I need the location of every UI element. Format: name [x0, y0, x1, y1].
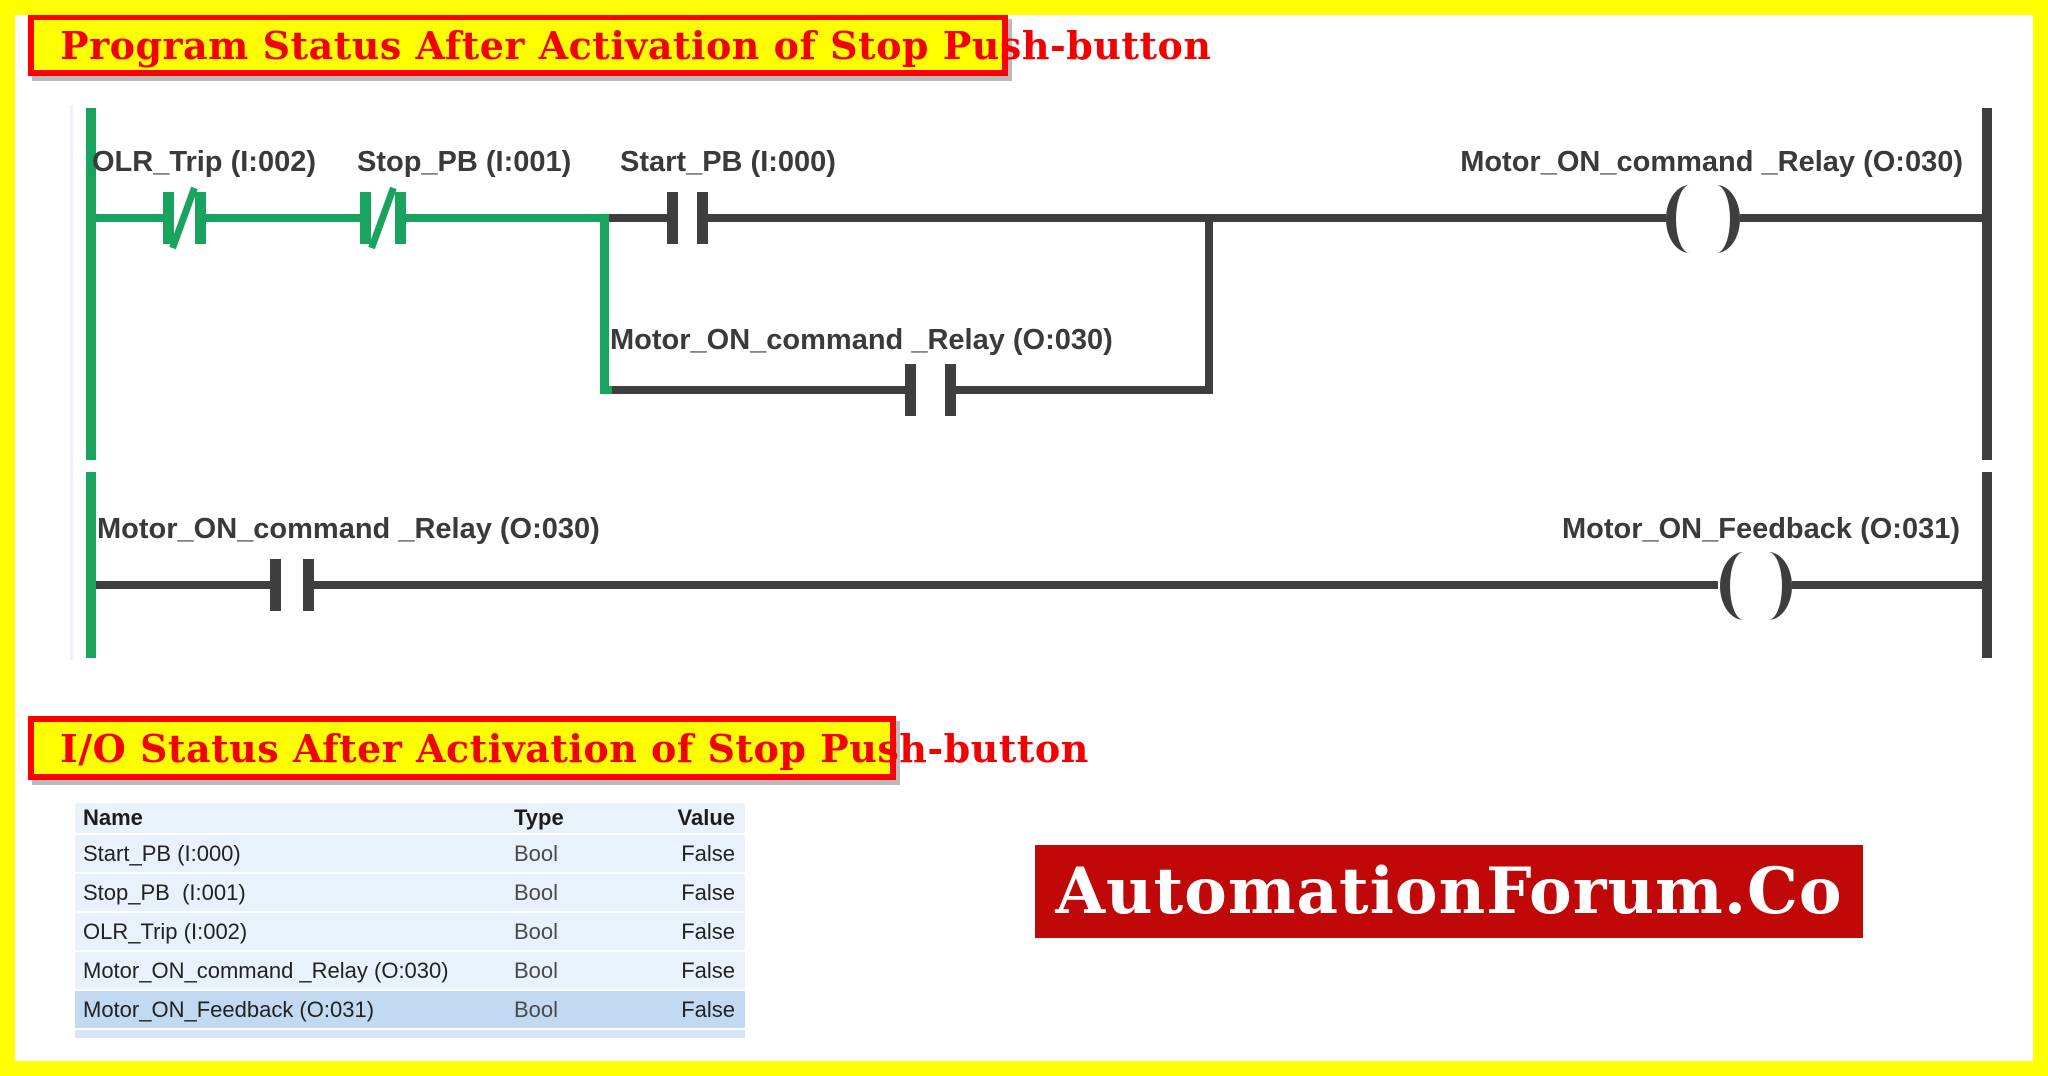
branch-left-drop-green [600, 214, 609, 394]
contact-stop-pb-nc-slash [368, 186, 397, 250]
table-header-type: Type [514, 805, 564, 830]
row-type: Bool [514, 996, 559, 1022]
contact-olr-trip-label: OLR_Trip (I:002) [92, 146, 316, 178]
contact-olr-trip-left-leg [163, 192, 174, 244]
table-scrollbar-track[interactable] [75, 1030, 745, 1038]
coil2-open-paren-icon [1720, 552, 1746, 620]
table-row[interactable]: Motor_ON_command _Relay (O:030) Bool Fal… [75, 952, 745, 989]
contact-branch-right-leg [945, 364, 956, 416]
rung1-wire-dark-3 [1740, 214, 1982, 222]
branch-wire-dark-1 [612, 386, 905, 394]
row-value: False [681, 996, 735, 1022]
rung2-right-power-rail [1982, 472, 1992, 658]
coil2-close-paren-icon [1766, 552, 1792, 620]
branch-wire-dark-2 [956, 386, 1213, 394]
table-header-name: Name [83, 805, 143, 830]
rung1-right-power-rail [1982, 108, 1992, 460]
coil-motor-on-command-label: Motor_ON_command _Relay (O:030) [1460, 146, 1963, 178]
io-status-banner: I/O Status After Activation of Stop Push… [28, 716, 1088, 780]
contact-stop-pb-right-leg [395, 192, 406, 244]
branch-corner-green [600, 386, 612, 394]
rung2-wire-dark-2 [314, 581, 1718, 589]
row-type: Bool [514, 840, 559, 866]
branch-right-riser-dark [1205, 214, 1213, 394]
contact-start-pb-left-leg [667, 192, 678, 244]
rung2-wire-dark-1 [96, 581, 270, 589]
contact-branch-label: Motor_ON_command _Relay (O:030) [610, 324, 1113, 356]
coil-close-paren-icon [1714, 185, 1740, 253]
row-value: False [681, 957, 735, 983]
automationforum-logo-text: AutomationForum.Co [1055, 854, 1843, 929]
rung1-wire-dark-1 [609, 214, 667, 222]
contact-stop-pb-left-leg [360, 192, 371, 244]
contact-start-pb-right-leg [697, 192, 708, 244]
row-type: Bool [514, 879, 559, 905]
row-name: Motor_ON_command _Relay (O:030) [83, 957, 449, 983]
row-value: False [681, 840, 735, 866]
table-row[interactable]: Start_PB (I:000) Bool False [75, 835, 745, 872]
rung2-wire-dark-3 [1792, 581, 1982, 589]
row-value: False [681, 918, 735, 944]
rung1-wire-green-3 [406, 214, 609, 222]
row-name: Stop_PB (I:001) [83, 879, 246, 905]
row-name: Motor_ON_Feedback (O:031) [83, 996, 375, 1022]
row-type: Bool [514, 957, 559, 983]
rung2-left-power-rail [86, 472, 96, 658]
contact-stop-pb-label: Stop_PB (I:001) [357, 146, 572, 178]
table-row[interactable]: OLR_Trip (I:002) Bool False [75, 913, 745, 950]
row-value: False [681, 879, 735, 905]
automationforum-logo: AutomationForum.Co [1035, 845, 1863, 938]
contact-rung2-label: Motor_ON_command _Relay (O:030) [97, 513, 600, 545]
io-status-title: I/O Status After Activation of Stop Push… [60, 725, 1089, 771]
rung1-wire-green-2 [206, 214, 360, 222]
program-status-banner: Program Status After Activation of Stop … [28, 15, 1211, 76]
coil-motor-on-feedback-label: Motor_ON_Feedback (O:031) [1561, 513, 1960, 545]
contact-rung2-right-leg [303, 559, 314, 611]
editor-gutter-line [70, 105, 73, 660]
rung1-wire-dark-2 [708, 214, 1666, 222]
table-row[interactable]: Stop_PB (I:001) Bool False [75, 874, 745, 911]
rung1-left-power-rail [86, 108, 96, 460]
program-status-title: Program Status After Activation of Stop … [60, 22, 1212, 68]
contact-rung2-left-leg [270, 559, 281, 611]
contact-start-pb-label: Start_PB (I:000) [620, 146, 836, 178]
contact-branch-left-leg [905, 364, 916, 416]
rung1-wire-green-1 [86, 214, 163, 222]
row-name: OLR_Trip (I:002) [83, 918, 248, 944]
table-row-selected[interactable]: Motor_ON_Feedback (O:031) Bool False [75, 991, 745, 1028]
table-header-value: Value [677, 805, 735, 830]
coil-open-paren-icon [1666, 185, 1692, 253]
row-type: Bool [514, 918, 559, 944]
row-name: Start_PB (I:000) [83, 840, 241, 866]
contact-olr-trip-right-leg [195, 192, 206, 244]
table-header-row: Name Type Value [75, 803, 745, 833]
io-status-table: Name Type Value Start_PB (I:000) Bool Fa… [75, 803, 745, 1038]
